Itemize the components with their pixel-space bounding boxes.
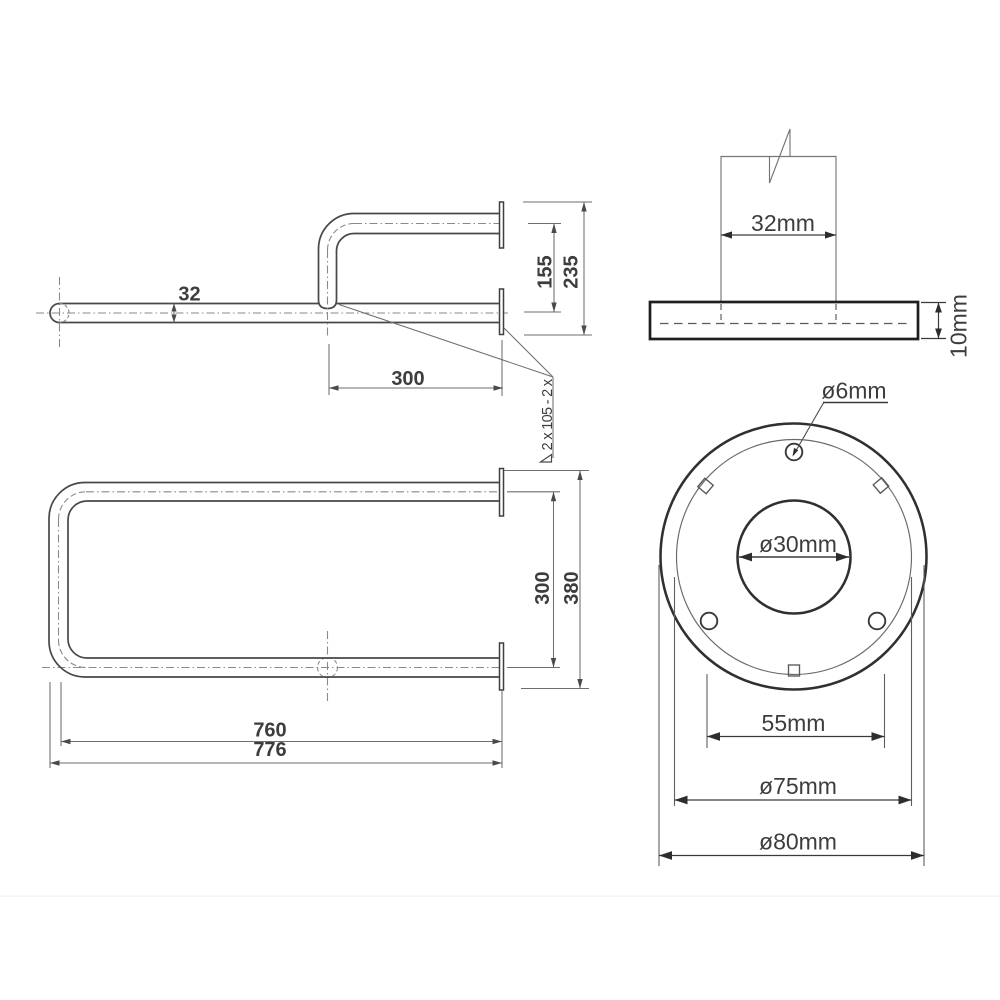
svg-text:32mm: 32mm bbox=[751, 210, 815, 236]
svg-text:10mm: 10mm bbox=[946, 294, 972, 358]
svg-text:ø80mm: ø80mm bbox=[759, 829, 837, 855]
svg-text:776: 776 bbox=[253, 739, 286, 761]
svg-text:300: 300 bbox=[532, 571, 554, 604]
svg-text:300: 300 bbox=[391, 368, 424, 390]
svg-text:380: 380 bbox=[561, 571, 583, 604]
svg-text:760: 760 bbox=[253, 720, 286, 742]
svg-text:155: 155 bbox=[535, 255, 557, 288]
svg-text:235: 235 bbox=[561, 255, 583, 288]
svg-text:ø75mm: ø75mm bbox=[759, 773, 837, 799]
svg-text:ø6mm: ø6mm bbox=[821, 378, 886, 404]
svg-text:ø30mm: ø30mm bbox=[759, 531, 837, 557]
svg-text:32: 32 bbox=[178, 284, 200, 306]
svg-text:2 x 105 - 2 x: 2 x 105 - 2 x bbox=[540, 378, 556, 450]
svg-text:55mm: 55mm bbox=[762, 710, 826, 736]
